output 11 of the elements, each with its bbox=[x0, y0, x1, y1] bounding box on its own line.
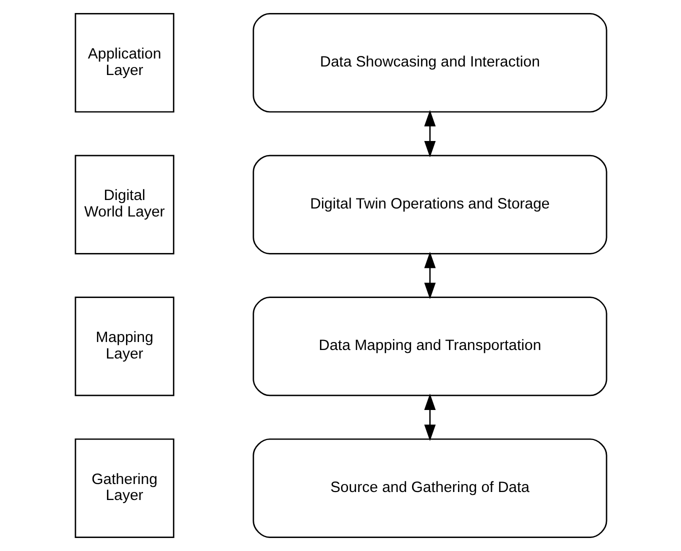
node-box: Digital Twin Operations and Storage bbox=[252, 154, 607, 254]
node-box: Source and Gathering of Data bbox=[252, 438, 607, 538]
node-box: Mapping Layer bbox=[74, 296, 174, 396]
arrow bbox=[424, 252, 436, 300]
node-box: Data Mapping and Transportation bbox=[252, 296, 607, 396]
node-box: Digital World Layer bbox=[74, 154, 174, 254]
node-box: Gathering Layer bbox=[74, 438, 174, 538]
node-box: Data Showcasing and Interaction bbox=[252, 13, 607, 113]
arrow bbox=[424, 394, 436, 441]
node-box: Application Layer bbox=[74, 13, 174, 113]
arrow bbox=[424, 110, 436, 158]
